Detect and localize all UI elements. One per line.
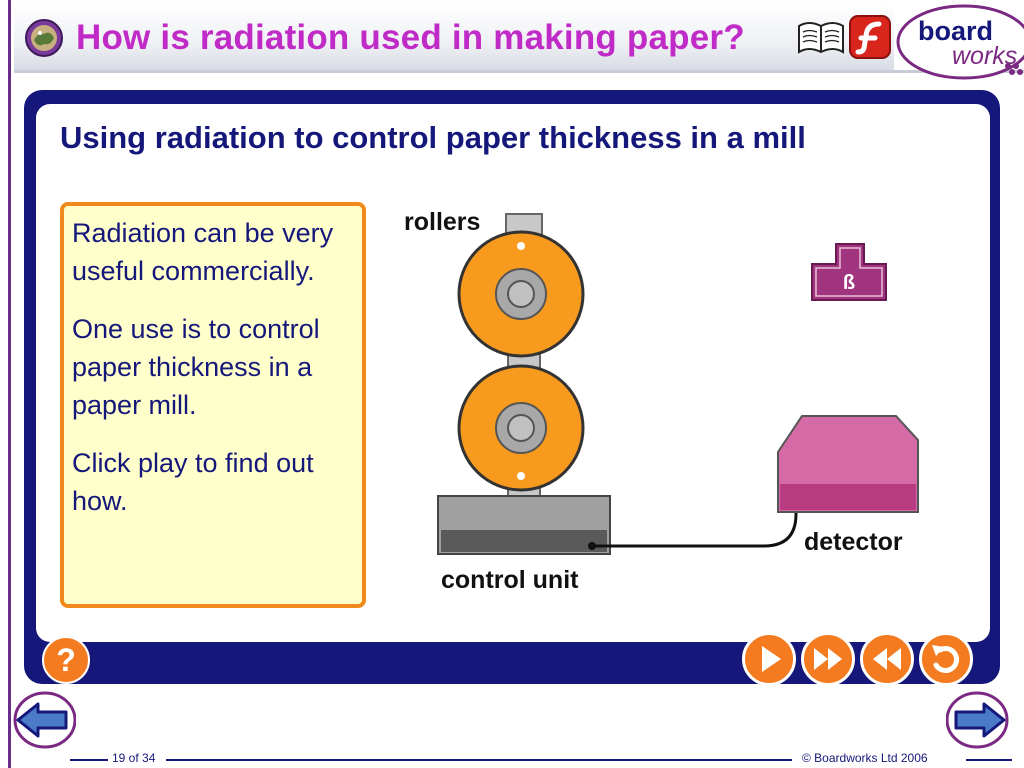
detector-cable bbox=[592, 494, 798, 548]
book-icon[interactable] bbox=[795, 16, 847, 60]
flash-icon[interactable] bbox=[847, 12, 893, 62]
arrow-right-icon bbox=[954, 702, 1006, 738]
content-panel: Using radiation to control paper thickne… bbox=[24, 90, 1000, 686]
play-button[interactable] bbox=[742, 632, 796, 686]
next-slide-button[interactable] bbox=[946, 690, 1012, 750]
header-rule bbox=[14, 70, 1024, 73]
bottom-roller bbox=[457, 364, 585, 492]
logo-text-board: board bbox=[918, 16, 993, 46]
content-area: Using radiation to control paper thickne… bbox=[36, 104, 990, 642]
play-icon bbox=[762, 646, 781, 672]
footer-line-left bbox=[70, 759, 108, 761]
reset-button[interactable] bbox=[919, 632, 973, 686]
control-unit-label: control unit bbox=[441, 566, 579, 594]
paper-mill-diagram: ß rollers control unit detector bbox=[404, 208, 919, 594]
boardworks-logo: board works bbox=[896, 4, 1024, 80]
rollers-label: rollers bbox=[404, 208, 480, 236]
help-button[interactable]: ? bbox=[42, 636, 90, 684]
copyright-text: © Boardworks Ltd 2006 bbox=[802, 751, 928, 765]
detector-label: detector bbox=[804, 528, 903, 556]
slide-counter: 19 of 34 bbox=[112, 751, 156, 765]
panel-heading: Using radiation to control paper thickne… bbox=[60, 120, 806, 155]
rewind-button[interactable] bbox=[860, 632, 914, 686]
top-roller bbox=[457, 230, 585, 358]
info-paragraph: One use is to control paper thickness in… bbox=[72, 314, 320, 420]
info-paragraph: Radiation can be very useful commerciall… bbox=[72, 218, 334, 286]
detector bbox=[777, 415, 919, 513]
beta-symbol: ß bbox=[843, 272, 855, 294]
arrow-left-icon bbox=[16, 702, 68, 738]
info-paragraph: Click play to find out how. bbox=[72, 448, 314, 516]
fast-forward-button[interactable] bbox=[801, 632, 855, 686]
footer-line-right bbox=[966, 759, 1012, 761]
info-text-box: Radiation can be very useful commerciall… bbox=[60, 202, 366, 608]
header-band bbox=[14, 4, 894, 70]
footer-line-center bbox=[166, 759, 792, 761]
beta-source[interactable]: ß bbox=[811, 243, 887, 301]
slide-title: How is radiation used in making paper? bbox=[76, 18, 745, 57]
previous-slide-button[interactable] bbox=[10, 690, 76, 750]
slide-header: How is radiation used in making paper? b… bbox=[14, 0, 1024, 82]
left-border-rail bbox=[8, 0, 11, 768]
fast-forward-icon bbox=[814, 648, 842, 670]
control-unit bbox=[437, 495, 611, 555]
reset-icon bbox=[932, 645, 959, 673]
rewind-icon bbox=[873, 648, 901, 670]
globe-icon bbox=[25, 19, 63, 57]
